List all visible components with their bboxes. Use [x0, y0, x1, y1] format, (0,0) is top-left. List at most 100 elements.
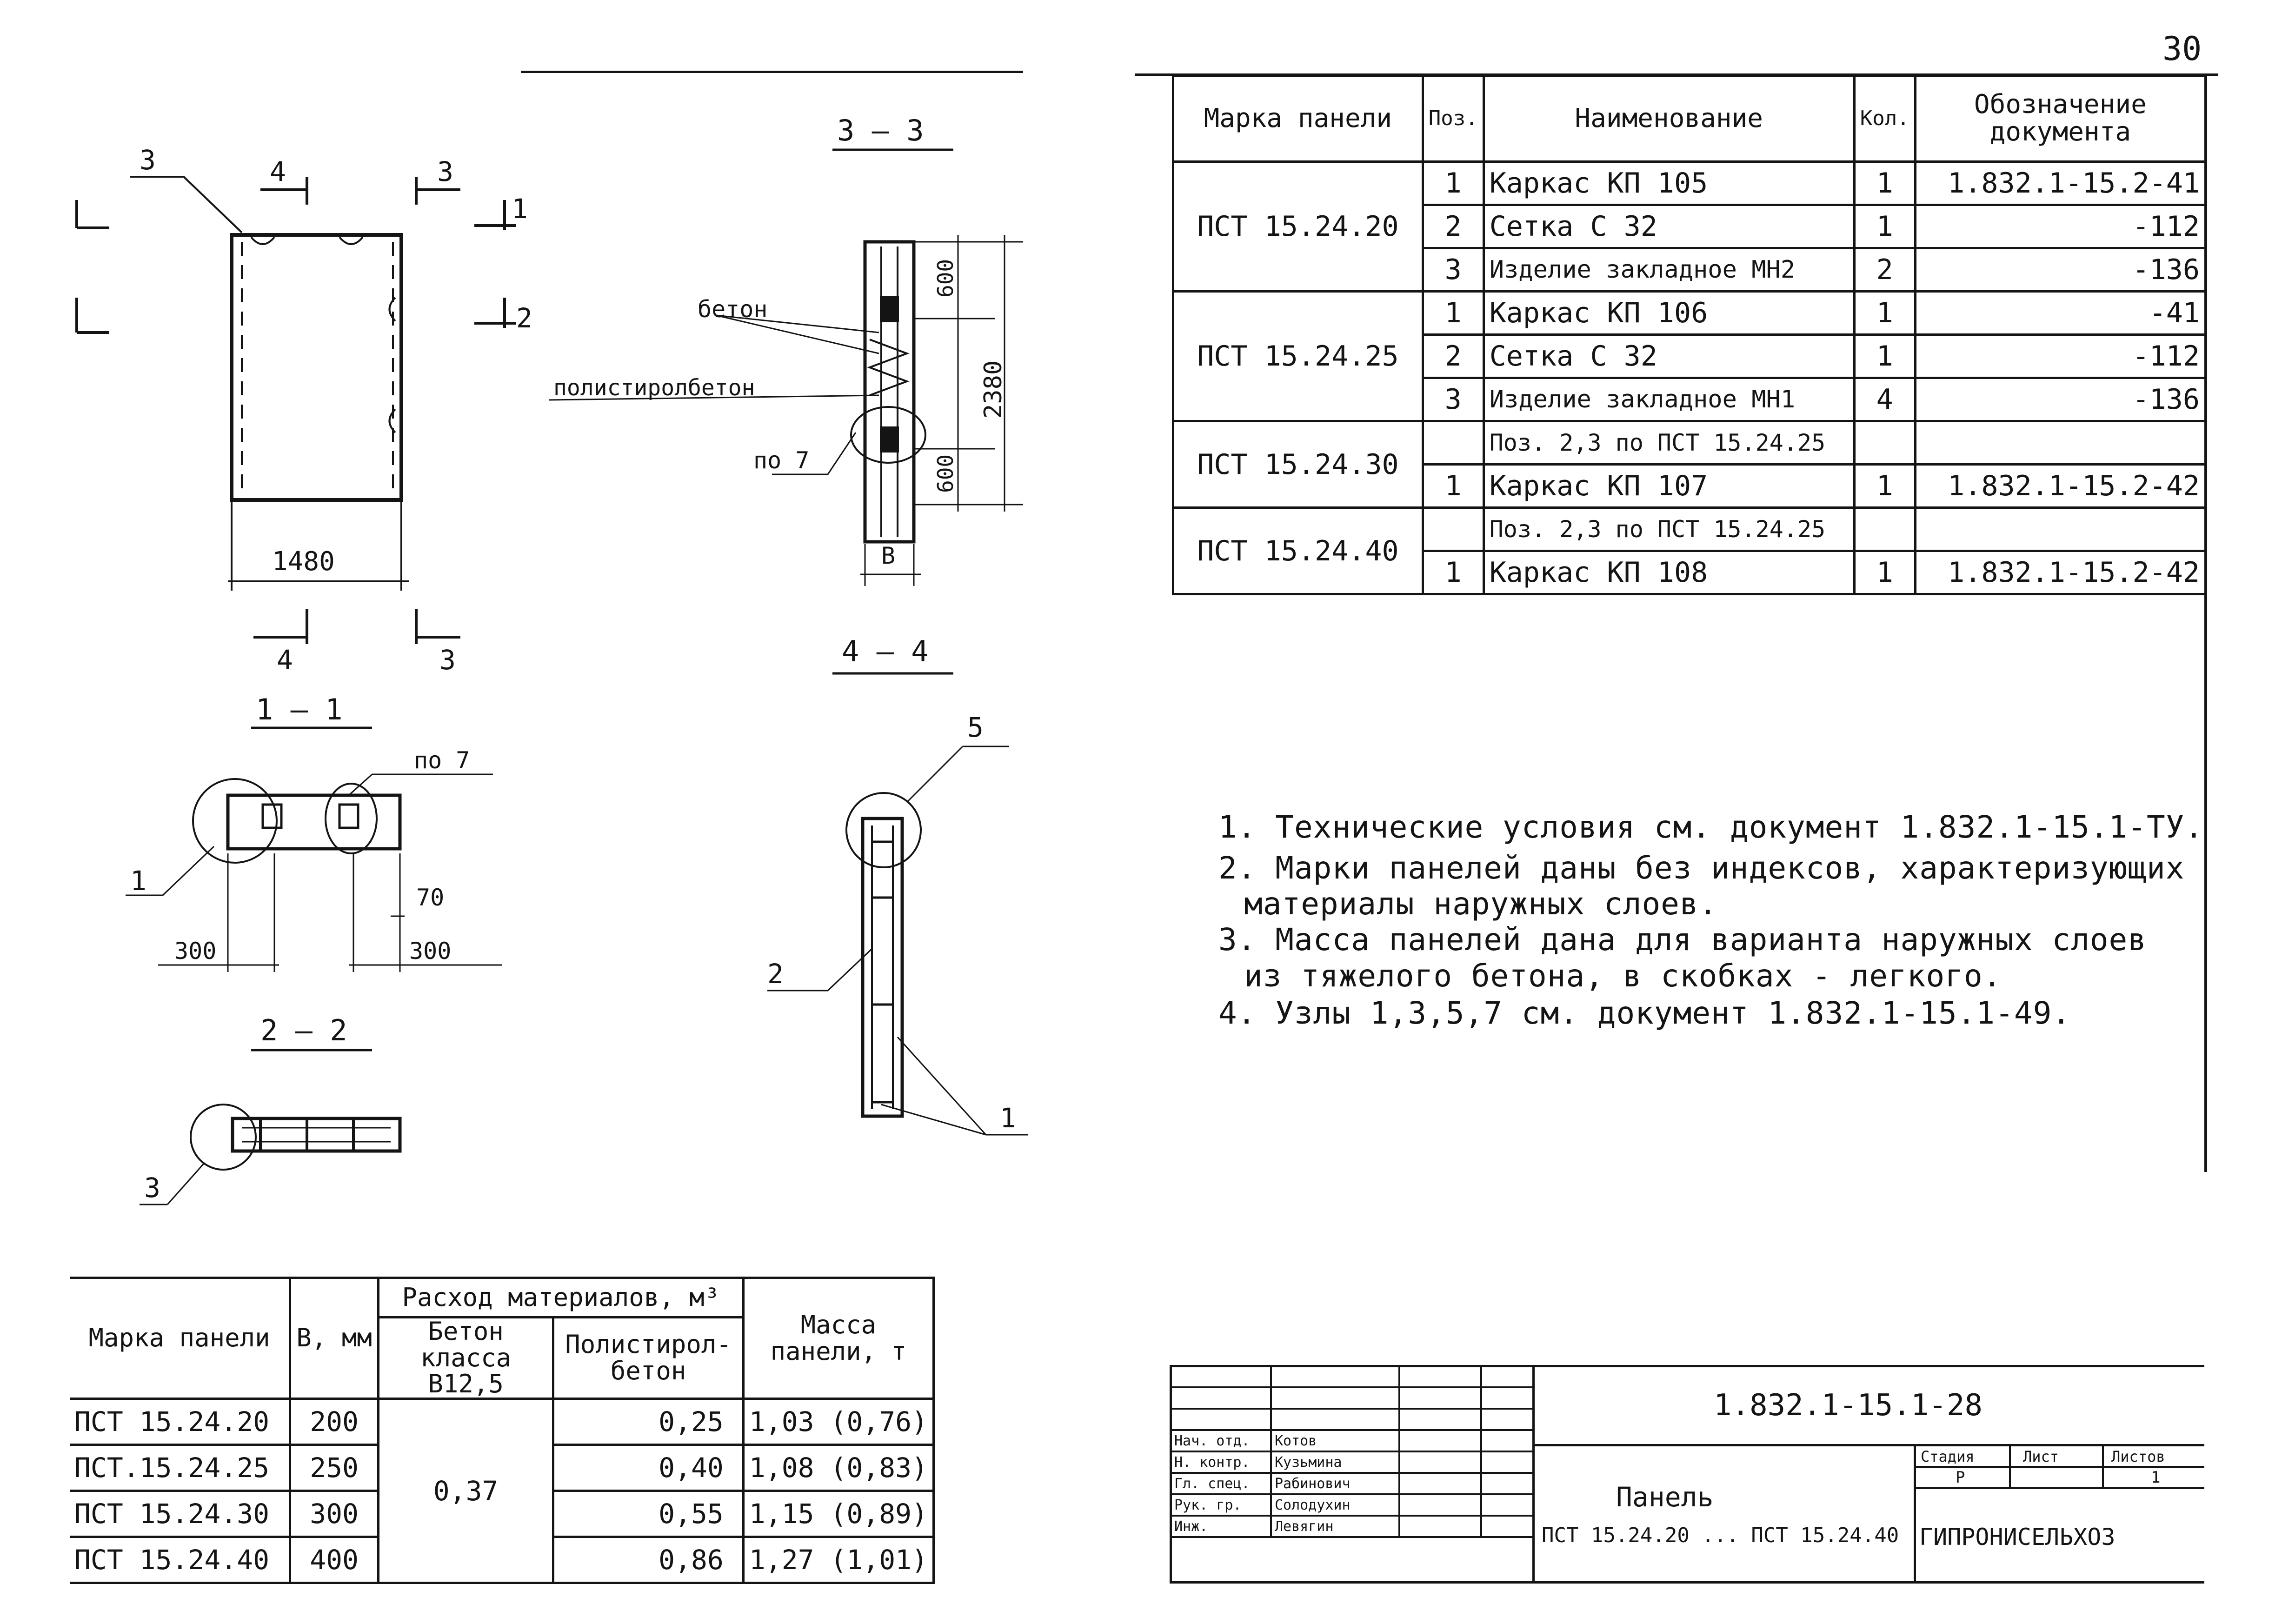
table-row: 2 Сетка С 32 1 -112 [1173, 333, 2207, 379]
document-code: 1.832.1-15.1-28 [1714, 1388, 1983, 1423]
cut-label-2-right: 2 [516, 302, 532, 334]
table-row: ПСТ 15.24.30 300 0,55 1,15 (0,89) [70, 1490, 935, 1538]
spec-qty-cell [1853, 506, 1916, 552]
spec-qty-cell: 1 [1853, 333, 1916, 379]
mat-mass-cell: 1,03 (0,76) [742, 1398, 935, 1446]
table-row: ПСТ 15.24.20 1 Каркас КП 105 1 1.832.1-1… [1172, 160, 2207, 293]
spec-name-cell: Изделие закладное МН2 [1482, 247, 1856, 293]
pos-label-1: 1 [1000, 1102, 1016, 1134]
mat-poly-cell: 0,86 [552, 1536, 745, 1584]
date-cell [1480, 1472, 1535, 1495]
mat-header-row-2: Бетон класса В12,5 Полистирол-бетон [70, 1316, 934, 1400]
mat-mass-cell: 1,27 (1,01) [742, 1536, 935, 1584]
spec-qty-cell: 1 [1853, 160, 1916, 206]
note-4: 4. Узлы 1,3,5,7 см. документ 1.832.1-15.… [1218, 995, 2071, 1031]
drawing-title: Панель [1616, 1481, 1714, 1513]
cut-label-4-top: 4 [270, 156, 286, 187]
section-label-4-4: 4 — 4 [842, 634, 929, 668]
spec-qty-cell: 1 [1853, 290, 1916, 336]
label-po7-section11: по 7 [414, 747, 470, 774]
signature-cell [1398, 1451, 1482, 1474]
label-po7-section33: по 7 [753, 447, 810, 474]
spec-qty-cell [1853, 420, 1916, 466]
stage-value: Р [1956, 1468, 1965, 1487]
mat-b-cell: 300 [289, 1490, 379, 1538]
stamp-cell [1398, 1365, 1482, 1388]
spec-name-cell: Поз. 2,3 по ПСТ 15.24.25 [1482, 506, 1856, 552]
node-label-3: 3 [144, 1172, 160, 1204]
node-label-1: 1 [130, 865, 146, 897]
spec-mark-cell: ПСТ 15.24.40 [1172, 506, 1424, 595]
name-cell: Солодухин [1270, 1493, 1400, 1517]
table-row: 1 Каркас КП 108 1 1.832.1-15.2-42 [1173, 550, 2207, 595]
stamp-cell [1170, 1386, 1272, 1410]
spec-doc-cell: 1.832.1-15.2-41 [1914, 160, 2207, 206]
stamp-cell [1480, 1365, 1535, 1388]
section-label-3-3: 3 — 3 [837, 113, 924, 147]
stamp-cell [1270, 1408, 1400, 1431]
spec-doc-cell: -136 [1914, 377, 2207, 422]
mat-header-mark: Марка панели [70, 1276, 292, 1400]
spec-mark-cell: ПСТ 15.24.20 [1172, 160, 1424, 293]
table-row: ПСТ 15.24.30 Поз. 2,3 по ПСТ 15.24.25 [1172, 420, 2207, 509]
table-row: 2 Сетка С 32 1 -112 [1173, 204, 2207, 249]
spec-qty-cell: 1 [1853, 204, 1916, 249]
name-cell: Котов [1270, 1429, 1400, 1452]
spec-doc-cell: -112 [1914, 204, 2207, 249]
table-row: 3 Изделие закладное МН2 2 -136 [1173, 247, 2207, 293]
mat-poly-cell: 0,25 [552, 1398, 745, 1446]
spec-pos-cell: 1 [1421, 160, 1485, 206]
stamp-cell [1480, 1408, 1535, 1431]
node-label-5: 5 [967, 712, 984, 743]
spec-mark-cell: ПСТ 15.24.25 [1172, 290, 1424, 422]
spec-pos-cell: 1 [1421, 550, 1485, 595]
role-cell: Инж. [1170, 1515, 1272, 1538]
dim-70: 70 [416, 884, 445, 911]
spec-name-cell: Сетка С 32 [1482, 204, 1856, 249]
materials-table: Марка панели B, мм Расход материалов, м³… [70, 1276, 935, 1584]
role-cell: Нач. отд. [1170, 1429, 1272, 1452]
label-beton: бетон [698, 296, 768, 323]
mat-header-consumption: Расход материалов, м³ [377, 1277, 745, 1318]
sheet-number: 30 [2162, 30, 2202, 68]
drawing-subtitle: ПСТ 15.24.20 ... ПСТ 15.24.40 [1542, 1524, 1899, 1547]
right-border [2204, 74, 2207, 1172]
top-line-left [521, 71, 1023, 73]
mat-header-mass: Масса панели, т [742, 1276, 935, 1400]
table-row: Гл. спец.Рабинович [1170, 1472, 1535, 1495]
mat-mass-cell: 1,15 (0,89) [742, 1490, 935, 1538]
cut-label-4-bottom: 4 [277, 644, 293, 676]
stage-sheet-box: Стадия Лист Листов Р 1 [1916, 1446, 2204, 1489]
mat-header-beton: Бетон класса В12,5 [377, 1316, 555, 1400]
title-block-code-divider [1532, 1444, 2204, 1446]
table-row: ПСТ 15.24.20 200 0,37 0,25 1,03 (0,76) [70, 1398, 935, 1584]
date-cell [1480, 1515, 1535, 1538]
stamp-cell [1398, 1408, 1482, 1431]
table-row: Рук. гр.Солодухин [1170, 1493, 1535, 1517]
mat-header-b: B, мм [289, 1276, 379, 1400]
table-row: Инж.Левягин [1170, 1515, 1535, 1538]
spec-name-cell: Изделие закладное МН1 [1482, 377, 1856, 422]
label-polystyrol-beton: полистиролбетон [553, 375, 755, 401]
stamp-cell [1170, 1365, 1272, 1388]
stamp-cell [1170, 1408, 1272, 1431]
spec-name-cell: Каркас КП 106 [1482, 290, 1856, 336]
spec-name-cell: Сетка С 32 [1482, 333, 1856, 379]
note-2: 2. Марки панелей даны без индексов, хара… [1218, 850, 2185, 886]
spec-pos-cell: 2 [1421, 204, 1485, 249]
sheets-label: Листов [2111, 1448, 2165, 1465]
signature-cell [1398, 1429, 1482, 1452]
spec-header-row: Марка панели Поз. Наименование Кол. Обоз… [1172, 74, 2207, 163]
spec-doc-cell: -136 [1914, 247, 2207, 293]
note-2-cont: материалы наружных слоев. [1244, 886, 1718, 922]
dim-600-bottom: 600 [933, 454, 958, 493]
organization-name: ГИПРОНИСЕЛЬХОЗ [1919, 1524, 2116, 1551]
mat-b-cell: 400 [289, 1536, 379, 1584]
table-row: Нач. отд.Котов [1170, 1429, 1535, 1452]
table-row [1170, 1386, 1535, 1410]
spec-qty-cell: 4 [1853, 377, 1916, 422]
table-row [1170, 1365, 1535, 1388]
mat-b-cell: 250 [289, 1444, 379, 1492]
cut-label-3-right: 3 [437, 156, 453, 187]
